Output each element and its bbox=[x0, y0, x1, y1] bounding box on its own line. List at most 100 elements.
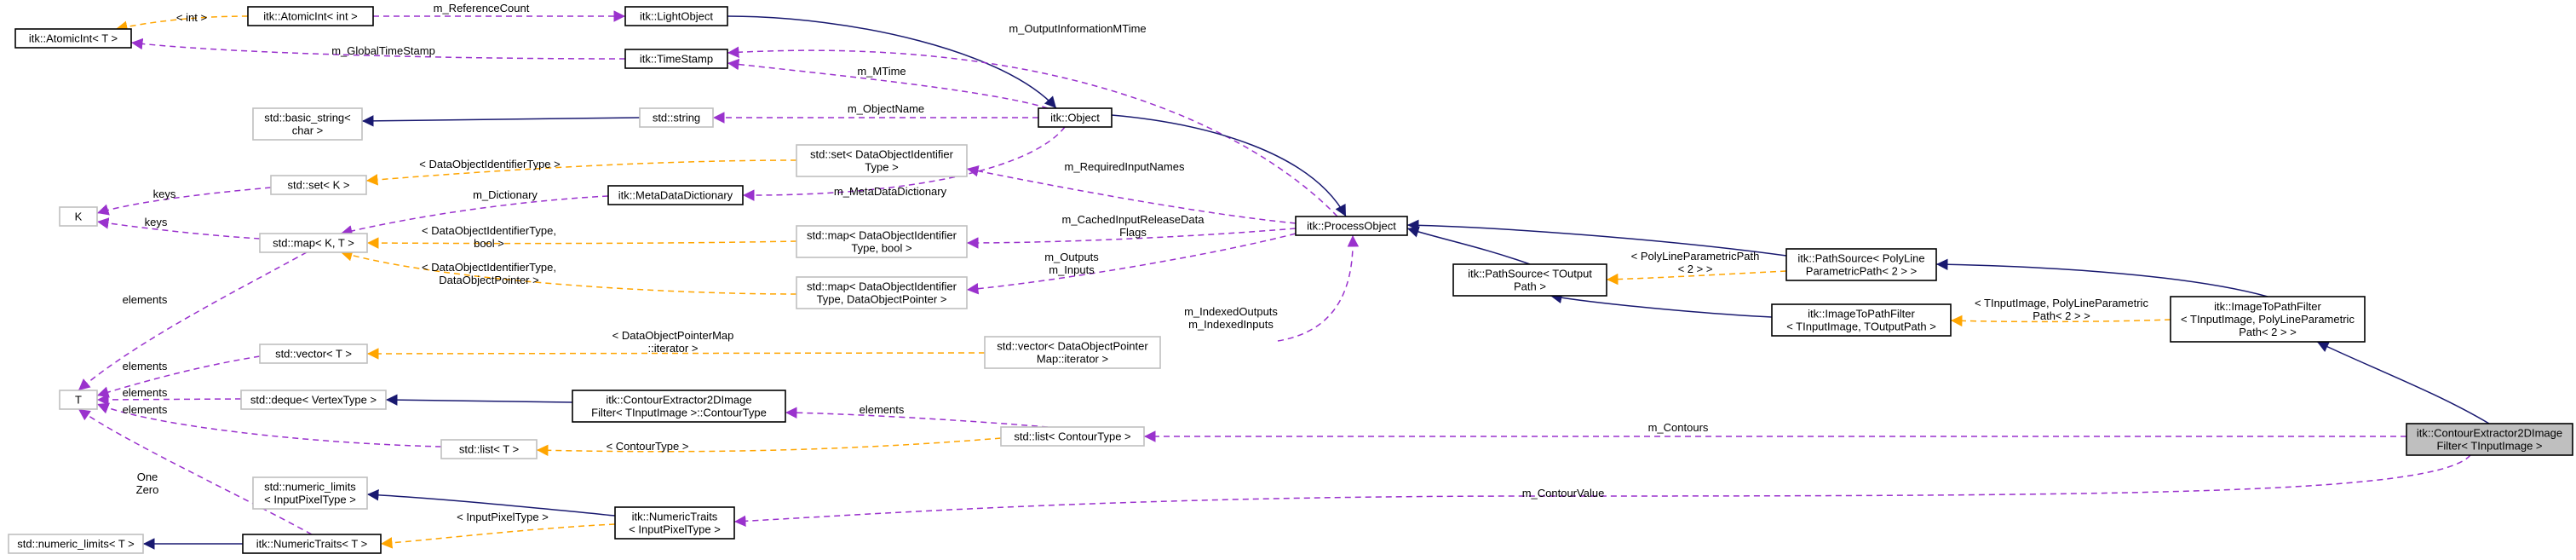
node-box bbox=[984, 336, 1161, 369]
node-box bbox=[252, 107, 363, 141]
node-box bbox=[624, 49, 728, 69]
node-box bbox=[1038, 107, 1113, 128]
node-box bbox=[796, 276, 968, 309]
node-label: itk::PathSource< TOutput bbox=[1468, 268, 1592, 280]
node-label: itk::AtomicInt< T > bbox=[29, 32, 118, 45]
class-node-num-traits-t[interactable]: itk::NumericTraits< T > bbox=[242, 534, 382, 554]
node-label: std::set< DataObjectIdentifier bbox=[810, 148, 954, 161]
node-box bbox=[796, 144, 968, 177]
edge-setDOIT-process bbox=[966, 165, 1297, 224]
class-node-path-source-t[interactable]: itk::PathSource< TOutputPath > bbox=[1452, 263, 1607, 297]
edge-mapDOIbool-process bbox=[966, 228, 1297, 249]
node-box bbox=[796, 225, 968, 258]
class-node-std-string[interactable]: std::string bbox=[639, 107, 714, 128]
class-node-set-k[interactable]: std::set< K > bbox=[270, 175, 367, 195]
node-box bbox=[259, 233, 368, 253]
class-node-vector-t[interactable]: std::vector< T > bbox=[259, 344, 368, 364]
edge-label: < DataObjectIdentifierType, bbox=[422, 224, 556, 237]
class-node-map-k-t[interactable]: std::map< K, T > bbox=[259, 233, 368, 253]
class-node-num-limits-i-p-t[interactable]: std::numeric_limits< InputPixelType > bbox=[252, 476, 368, 510]
edge-pathSourceT-imgToPathT bbox=[1550, 292, 1773, 318]
class-node--k[interactable]: K bbox=[59, 206, 98, 227]
node-label: itk::NumericTraits bbox=[632, 511, 718, 523]
edge-label: m_OutputInformationMTime bbox=[1009, 22, 1146, 35]
edge-label: DataObjectPointer > bbox=[439, 274, 538, 286]
class-node-num-limits-t[interactable]: std::numeric_limits< T > bbox=[8, 534, 144, 554]
node-label: itk::Object bbox=[1050, 112, 1100, 124]
node-label: itk::ImageToPathFilter bbox=[1808, 308, 1915, 320]
class-node-time-stamp[interactable]: itk::TimeStamp bbox=[624, 49, 728, 69]
nodes-layer: itk::AtomicInt< int >itk::AtomicInt< T >… bbox=[8, 6, 2573, 554]
edge-label: m_Inputs bbox=[1049, 263, 1095, 276]
edge-ts-object bbox=[727, 58, 1049, 109]
node-label: itk::ContourExtractor2DImage bbox=[2417, 427, 2562, 440]
edge-imgToPathPoly-contour bbox=[2316, 341, 2490, 424]
edge-label: < TInputImage, PolyLineParametric bbox=[1975, 297, 2148, 309]
edge-label: m_RequiredInputNames bbox=[1065, 160, 1185, 173]
node-box bbox=[247, 6, 374, 26]
edge-pathSourcePoly-imgToPathPoly bbox=[1935, 258, 2268, 297]
class-node-map-d-o-ibool[interactable]: std::map< DataObjectIdentifierType, bool… bbox=[796, 225, 968, 258]
edge-label: m_ObjectName bbox=[848, 102, 924, 115]
node-label: std::numeric_limits bbox=[264, 481, 356, 494]
class-node-num-traits-i-p-t[interactable]: itk::NumericTraits< InputPixelType > bbox=[614, 506, 735, 540]
class-node-path-source-poly[interactable]: itk::PathSource< PolyLineParametricPath<… bbox=[1785, 248, 1937, 281]
node-label: std::list< ContourType > bbox=[1014, 430, 1130, 443]
class-node-set-d-o-i-t[interactable]: std::set< DataObjectIdentifierType > bbox=[796, 144, 968, 177]
node-label: Path > bbox=[1514, 280, 1546, 293]
class-node-map-d-o-iptr[interactable]: std::map< DataObjectIdentifierType, Data… bbox=[796, 276, 968, 309]
edge-label: m_Outputs bbox=[1044, 251, 1099, 263]
edge-label: bool > bbox=[474, 237, 504, 250]
node-label: std::vector< T > bbox=[275, 348, 352, 361]
edge-K-setK bbox=[96, 187, 272, 216]
node-label: < TInputImage, PolyLineParametric bbox=[2181, 313, 2355, 326]
edge-K-mapKT bbox=[96, 217, 261, 240]
class-node-atomic-int-t[interactable]: itk::AtomicInt< T > bbox=[14, 28, 132, 49]
class-node--t[interactable]: T bbox=[59, 390, 98, 410]
node-box bbox=[59, 206, 98, 227]
edge-object-process bbox=[1111, 114, 1347, 217]
edge-label: elements bbox=[860, 403, 905, 416]
edge-bs-string bbox=[361, 115, 641, 127]
edge-lightObject-object bbox=[727, 15, 1057, 109]
node-box bbox=[1452, 263, 1607, 297]
node-box bbox=[624, 6, 728, 26]
node-label: Filter< TInputImage > bbox=[2436, 440, 2542, 453]
node-label: std::map< DataObjectIdentifier bbox=[807, 229, 957, 242]
edge-label: m_IndexedInputs bbox=[1188, 318, 1274, 331]
edge-setK-setDOIT bbox=[365, 159, 797, 186]
class-node-process-object[interactable]: itk::ProcessObject bbox=[1295, 216, 1408, 236]
edge-T-numTraitsT bbox=[78, 408, 313, 535]
edge-pathSourceT-pathSourcePoly bbox=[1606, 270, 1787, 286]
node-label: itk::NumericTraits< T > bbox=[256, 538, 368, 551]
node-label: ParametricPath< 2 > > bbox=[1806, 265, 1917, 278]
class-node-img-to-path-t[interactable]: itk::ImageToPathFilter< TInputImage, TOu… bbox=[1771, 303, 1952, 337]
class-node-deque-v-t[interactable]: std::deque< VertexType > bbox=[240, 390, 387, 410]
node-label: itk::MetaDataDictionary bbox=[618, 189, 733, 202]
class-node-img-to-path-poly[interactable]: itk::ImageToPathFilter< TInputImage, Pol… bbox=[2170, 296, 2366, 343]
edge-vectorDOP-process bbox=[1277, 234, 1360, 342]
edge-label: < ContourType > bbox=[607, 440, 689, 453]
node-box bbox=[1771, 303, 1952, 337]
class-node-meta-dict[interactable]: itk::MetaDataDictionary bbox=[607, 185, 744, 205]
node-label: < InputPixelType > bbox=[264, 494, 356, 506]
node-label: itk::ProcessObject bbox=[1307, 220, 1396, 233]
class-node-list-t[interactable]: std::list< T > bbox=[440, 439, 538, 459]
class-node-basic-string[interactable]: std::basic_string<char > bbox=[252, 107, 363, 141]
edge-labels-layer: m_ReferenceCount< int >m_GlobalTimeStamp… bbox=[123, 2, 2149, 523]
class-node-atomic-int-int[interactable]: itk::AtomicInt< int > bbox=[247, 6, 374, 26]
class-node-itk-object[interactable]: itk::Object bbox=[1038, 107, 1113, 128]
class-node-vector-d-o-p[interactable]: std::vector< DataObjectPointerMap::itera… bbox=[984, 336, 1161, 369]
class-node-list-c-t[interactable]: std::list< ContourType > bbox=[1000, 426, 1145, 447]
class-node-light-object[interactable]: itk::LightObject bbox=[624, 6, 728, 26]
node-box bbox=[59, 390, 98, 410]
edge-mapKT-metaDict bbox=[340, 195, 609, 237]
edge-label: m_MetaDataDictionary bbox=[834, 185, 947, 198]
edge-process-pathSourceT bbox=[1406, 226, 1531, 265]
node-label: Type, bool > bbox=[851, 242, 911, 255]
edge-numTraitsT-numTraitsIPT bbox=[380, 523, 616, 549]
edge-label: Flags bbox=[1119, 226, 1147, 239]
